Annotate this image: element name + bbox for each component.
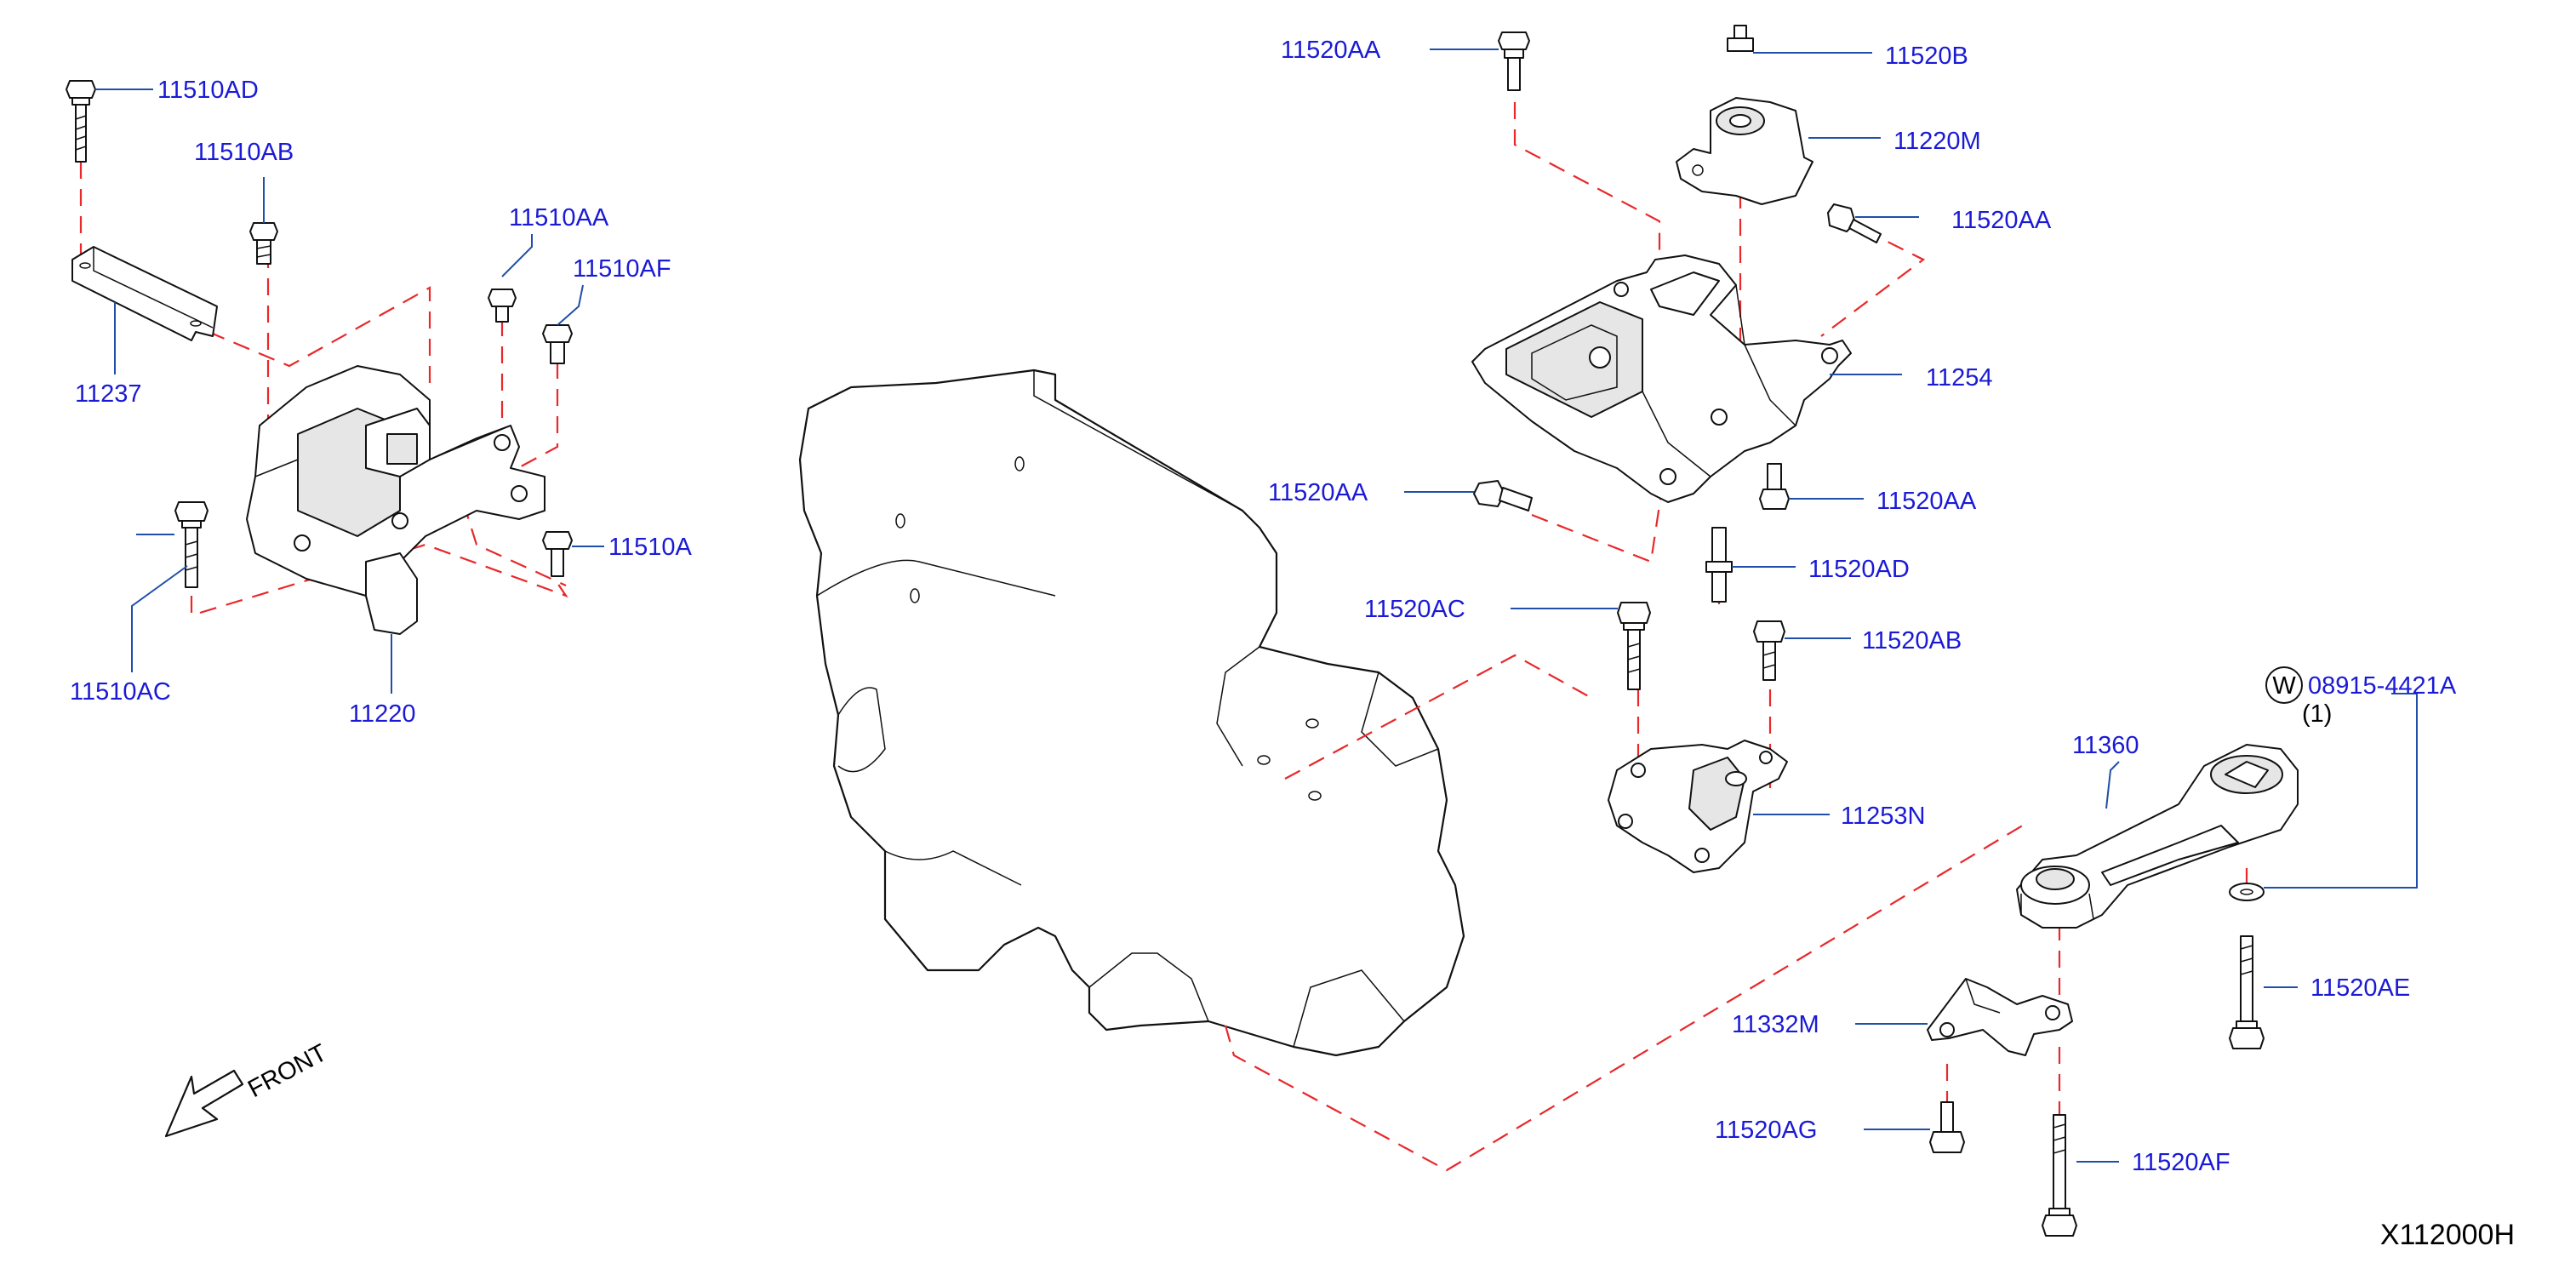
diagram-code: X112000H bbox=[2380, 1219, 2515, 1251]
stud-11520AD bbox=[1705, 527, 1733, 603]
label-11520AA-top: 11520AA bbox=[1281, 37, 1381, 64]
bolt-11520AC bbox=[1617, 602, 1651, 690]
label-11510AF: 11510AF bbox=[573, 255, 671, 283]
label-11510AA: 11510AA bbox=[509, 204, 609, 231]
label-11520AA-right: 11520AA bbox=[1951, 207, 2052, 234]
bolt-11510AA bbox=[488, 289, 517, 323]
bolt-11510AD bbox=[66, 80, 96, 163]
label-11510AC: 11510AC bbox=[70, 678, 171, 706]
bolt-11510A bbox=[542, 531, 573, 577]
label-11332M: 11332M bbox=[1732, 1011, 1819, 1038]
bolt-11510AC bbox=[174, 501, 208, 588]
bolt-11520AB bbox=[1753, 620, 1785, 681]
label-11254: 11254 bbox=[1926, 364, 1993, 391]
front-direction-arrow-icon bbox=[164, 1069, 244, 1138]
washer-08915-4421A bbox=[2229, 883, 2265, 901]
torque-rod-11360 bbox=[2016, 744, 2299, 929]
bracket-11254 bbox=[1471, 254, 1852, 503]
bolt-11520AA-mid bbox=[1473, 480, 1533, 511]
label-08915-4421A: 08915-4421A bbox=[2308, 672, 2457, 700]
bolt-11520AG bbox=[1929, 1101, 1965, 1153]
label-11520AG: 11520AG bbox=[1715, 1117, 1817, 1144]
assembly-dash-lines bbox=[79, 102, 2248, 1172]
bracket-11237 bbox=[71, 246, 218, 341]
washer-symbol-icon: W bbox=[2265, 666, 2303, 704]
label-11520AE: 11520AE bbox=[2310, 974, 2410, 1002]
label-11237: 11237 bbox=[75, 380, 142, 408]
bolt-11510AF bbox=[542, 324, 573, 364]
part-labels: 11510AD 11510AB 11510AA 11510AF 11237 11… bbox=[70, 37, 2457, 1176]
label-11520AC: 11520AC bbox=[1364, 596, 1465, 623]
label-11220M: 11220M bbox=[1893, 128, 1981, 155]
label-08915-qty: (1) bbox=[2302, 700, 2332, 728]
label-11220: 11220 bbox=[349, 700, 416, 728]
label-11520AA-mid: 11520AA bbox=[1268, 479, 1368, 506]
label-11520AA-low: 11520AA bbox=[1876, 488, 1977, 515]
label-11360: 11360 bbox=[2072, 732, 2139, 759]
label-11520AB: 11520AB bbox=[1862, 627, 1962, 654]
bracket-11332M bbox=[1927, 978, 2073, 1056]
leader-lines bbox=[95, 49, 2418, 1163]
bolt-11520AF bbox=[2042, 1114, 2077, 1237]
washer-symbol: W bbox=[2272, 672, 2296, 700]
engine-mount-11220 bbox=[246, 365, 545, 635]
insulator-11220M bbox=[1676, 97, 1813, 205]
label-11510A: 11510A bbox=[608, 534, 692, 561]
label-11510AD: 11510AD bbox=[157, 77, 259, 104]
bolt-11520AA-right bbox=[1827, 203, 1882, 243]
bolt-11520AA-low bbox=[1759, 463, 1790, 510]
bolt-11520AA-top bbox=[1498, 31, 1530, 91]
bolt-11510AB bbox=[249, 222, 278, 265]
label-11520AD: 11520AD bbox=[1808, 556, 1910, 583]
front-label: FRONT bbox=[243, 1039, 331, 1103]
engine-block-outline bbox=[798, 369, 1465, 1057]
label-11520AF: 11520AF bbox=[2132, 1149, 2230, 1176]
bolt-11520B bbox=[1727, 25, 1754, 52]
bolt-11520AE bbox=[2229, 935, 2265, 1049]
bracket-11253N bbox=[1608, 740, 1788, 873]
label-11520B: 11520B bbox=[1885, 43, 1968, 70]
label-11510AB: 11510AB bbox=[194, 139, 294, 166]
label-11253N: 11253N bbox=[1841, 803, 1925, 830]
